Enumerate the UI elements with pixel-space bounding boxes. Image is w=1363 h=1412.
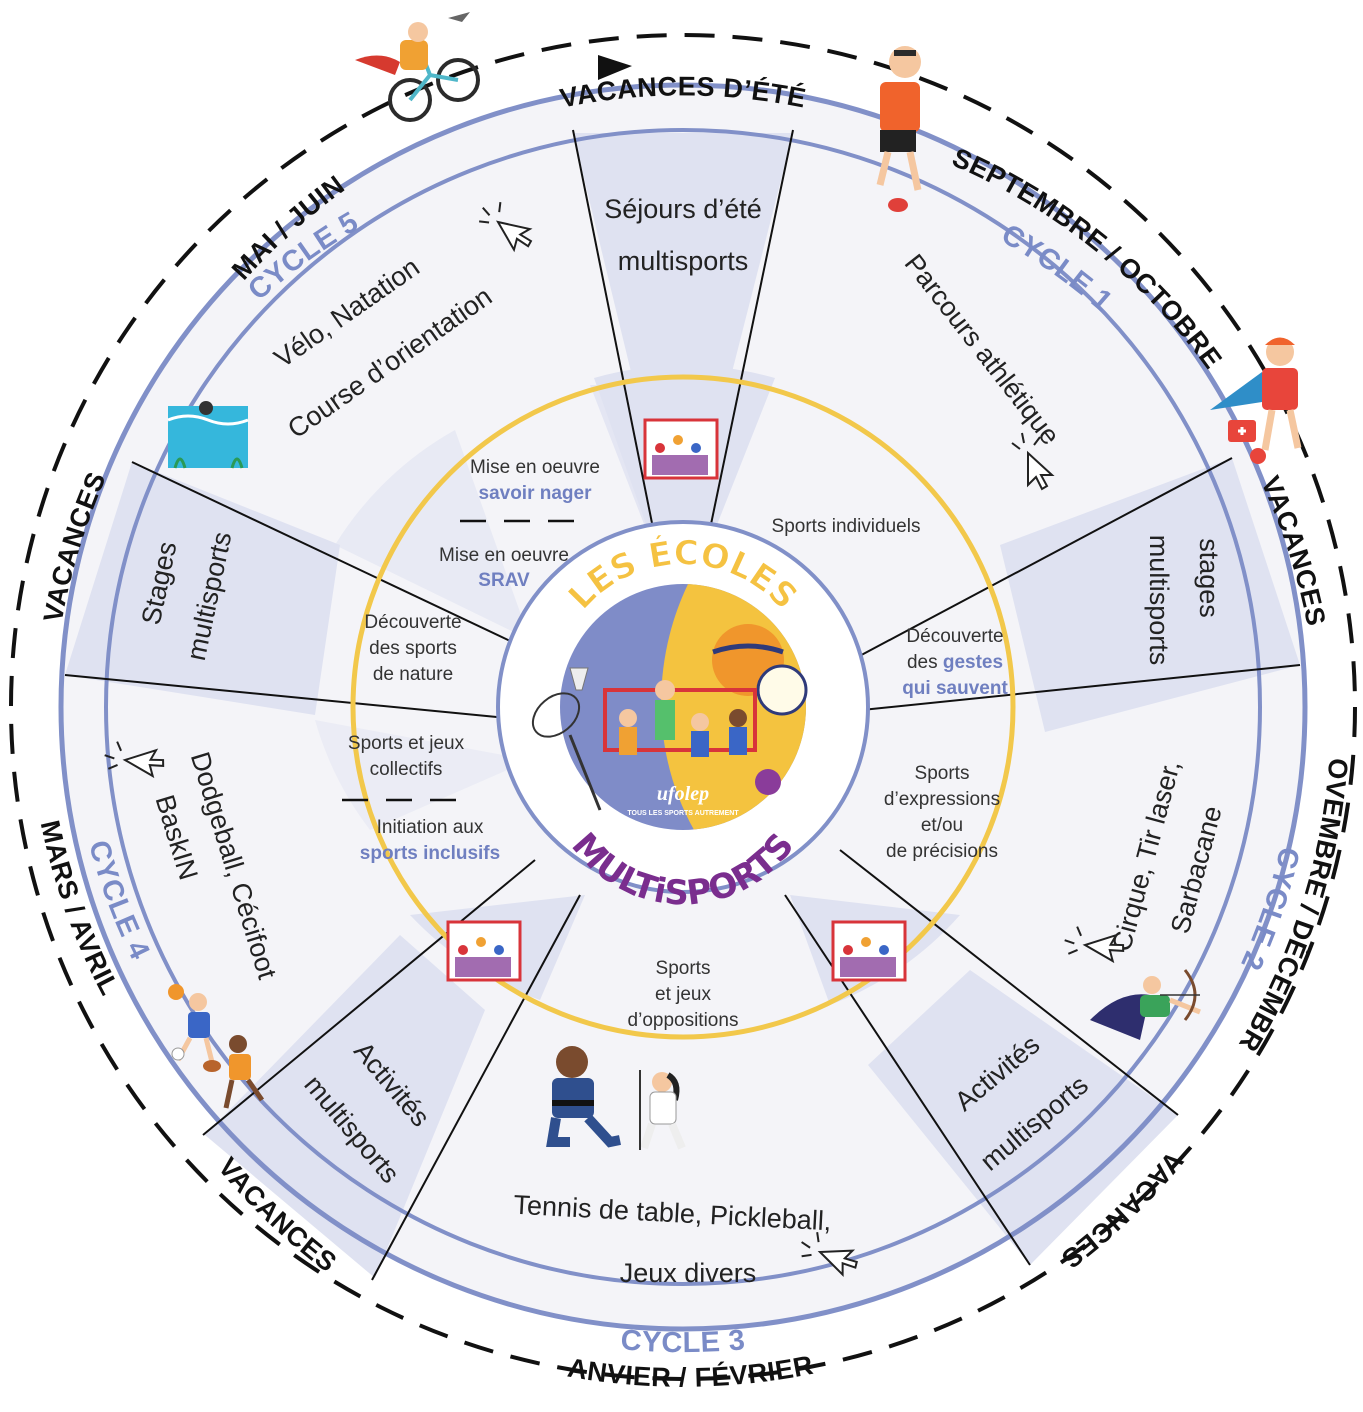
inner-expression-line2: d’expressions xyxy=(884,789,1000,810)
inner-nature-line1: Découverte xyxy=(364,612,461,633)
vacances-right-activity-line1: stages xyxy=(1194,538,1224,618)
runner-illustration xyxy=(876,46,922,212)
inner-nature-line2: des sports xyxy=(369,638,457,659)
ball-players-illustration xyxy=(168,984,265,1109)
outer-blue-ring xyxy=(58,82,1308,1332)
segment-dividers xyxy=(64,129,1301,1281)
inner-srav-line2: SRAV xyxy=(478,570,530,591)
cursor-click-icon xyxy=(479,202,533,253)
cycle-blue-ring xyxy=(104,128,1262,1286)
center-balls xyxy=(531,624,808,811)
inner-swim-line2: savoir nager xyxy=(479,483,593,504)
cyclist-illustration xyxy=(355,12,480,122)
first-aid-hero-illustration xyxy=(1210,337,1302,464)
direction-arrow-icon xyxy=(598,55,632,80)
inner-swim-line1: Mise en oeuvre xyxy=(470,457,600,478)
inner-srav-line1: Mise en oeuvre xyxy=(439,545,569,566)
vacances-right-activity-line2: multisports xyxy=(1144,535,1174,666)
cycle3-activity-line2: Jeux divers xyxy=(620,1258,757,1288)
ufolep-tagline: TOUS LES SPORTS AUTREMENT xyxy=(627,810,739,817)
inner-inclusive-line2: sports inclusifs xyxy=(360,843,500,864)
inner-opposition-line2: et jeux xyxy=(655,984,711,1005)
dashed-year-circle xyxy=(9,33,1357,1381)
inner-nature-line3: de nature xyxy=(373,664,453,685)
goal-kids-icon xyxy=(831,920,907,982)
inner-gestures-line1: Découverte xyxy=(906,626,1003,647)
inner-individual-sports: Sports individuels xyxy=(772,516,921,537)
cursor-click-icon xyxy=(801,1232,858,1278)
inner-opposition-line3: d’oppositions xyxy=(628,1010,739,1031)
inner-expression-line4: de précisions xyxy=(886,841,998,862)
cursor-click-icon xyxy=(1064,926,1125,964)
inner-collective-line2: collectifs xyxy=(370,759,443,780)
cursor-click-icon xyxy=(104,741,165,779)
ufolep-logo-text: ufolep xyxy=(657,783,709,805)
label-cycle-3: CYCLE 3 xyxy=(620,1324,747,1359)
summer-activity-line1: Séjours d’été xyxy=(604,194,762,224)
inner-expression-line1: Sports xyxy=(915,763,970,784)
goal-kids-icon xyxy=(446,920,522,982)
center-goal-kids xyxy=(603,680,757,757)
inner-inclusive-line1: Initiation aux xyxy=(377,817,484,838)
swimmer-illustration xyxy=(167,401,249,469)
cursor-click-icon xyxy=(1011,432,1055,491)
inner-collective-line1: Sports et jeux xyxy=(348,733,465,754)
gold-ring xyxy=(350,374,1016,1040)
summer-activity-line2: multisports xyxy=(618,246,749,276)
inner-expression-line3: et/ou xyxy=(921,815,963,836)
inner-opposition-line1: Sports xyxy=(656,958,711,979)
goal-kids-icon xyxy=(643,418,719,480)
archer-illustration xyxy=(1090,969,1201,1040)
inner-gestures-line3: qui sauvent xyxy=(902,678,1008,699)
judo-illustration xyxy=(546,1046,686,1150)
inner-gestures-line2: des gestes xyxy=(907,652,1003,673)
